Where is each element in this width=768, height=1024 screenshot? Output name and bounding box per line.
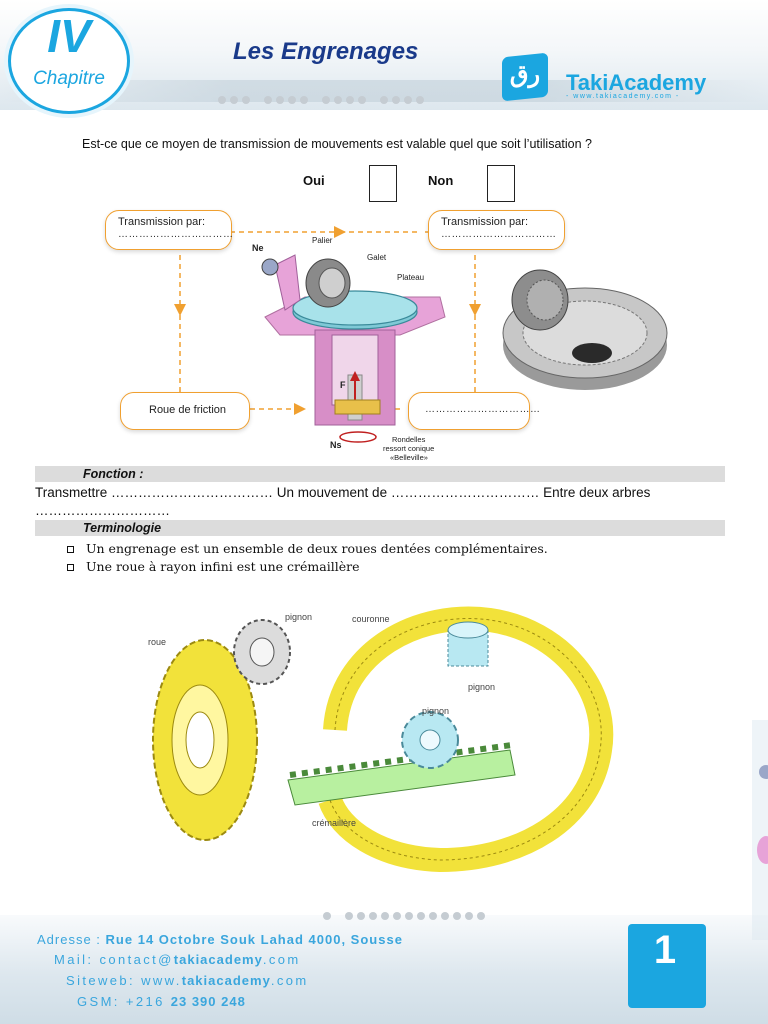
option-oui-label: Oui bbox=[303, 173, 325, 188]
next-page-edge bbox=[752, 720, 768, 940]
chapter-number: IV bbox=[47, 10, 91, 62]
option-non-label: Non bbox=[428, 173, 454, 188]
terminologie-heading: Terminologie bbox=[83, 521, 162, 535]
question-text: Est-ce que ce moyen de transmission de m… bbox=[82, 137, 592, 151]
label-plateau: Plateau bbox=[397, 273, 424, 282]
pignon-couronne-gear-icon bbox=[447, 621, 489, 667]
footer-siteweb[interactable]: Siteweb: www.takiacademy.com bbox=[66, 973, 309, 988]
label-couronne: couronne bbox=[352, 614, 390, 624]
box-bottom-right-blank[interactable]: …………………………… bbox=[425, 404, 541, 415]
footer-gsm: GSM: +216 23 390 248 bbox=[77, 994, 246, 1009]
fonction-heading: Fonction : bbox=[83, 467, 144, 481]
footer-mail[interactable]: Mail: contact@takiacademy.com bbox=[54, 952, 301, 967]
fonction-line-1: Transmettre ……………………………… Un mouvement de… bbox=[35, 485, 651, 500]
pignon-gear-icon bbox=[233, 619, 291, 685]
square-bullet-icon bbox=[67, 546, 74, 553]
bevel-gear-illustration bbox=[502, 269, 668, 390]
page-number-badge bbox=[628, 924, 706, 1008]
label-pignon-2: pignon bbox=[468, 682, 495, 692]
brand-name: TakiAcademy bbox=[566, 70, 707, 95]
brand-url: - www.takiacademy.com - bbox=[566, 93, 680, 100]
label-galet: Galet bbox=[367, 253, 387, 262]
label-rondelles-2: ressort conique bbox=[383, 444, 434, 453]
box-transmission-left-title: Transmission par: bbox=[118, 216, 206, 228]
box-bottom-right: …………………………… bbox=[408, 392, 540, 430]
label-f: F bbox=[340, 380, 346, 390]
brand-logo-glyph: رق bbox=[509, 61, 541, 88]
fonction-bar: Fonction : bbox=[35, 466, 725, 482]
header-dots-left bbox=[218, 96, 424, 104]
roue-gear-icon bbox=[152, 639, 258, 841]
pignon-rack-gear-icon bbox=[401, 711, 459, 769]
fonction-line-2: ………………………… bbox=[35, 503, 170, 518]
box-transmission-left: Transmission par: …………………………… bbox=[105, 210, 234, 250]
label-roue: roue bbox=[148, 637, 166, 647]
box-roue-de-friction-label: Roue de friction bbox=[149, 404, 227, 416]
label-rondelles-1: Rondelles bbox=[392, 435, 426, 444]
friction-drive-illustration bbox=[261, 254, 446, 443]
chapter-label: Chapitre bbox=[33, 68, 105, 89]
box-transmission-left-blank[interactable]: …………………………… bbox=[118, 229, 234, 240]
label-pignon-1: pignon bbox=[285, 612, 312, 622]
footer-dots bbox=[323, 912, 485, 920]
box-transmission-right: Transmission par: …………………………… bbox=[428, 210, 565, 250]
footer-address: Adresse : Rue 14 Octobre Souk Lahad 4000… bbox=[37, 932, 403, 947]
option-non-checkbox[interactable] bbox=[487, 165, 515, 202]
label-cremaillere: crémaillère bbox=[312, 818, 356, 828]
box-transmission-right-blank[interactable]: …………………………… bbox=[441, 229, 557, 240]
label-ne: Ne bbox=[252, 243, 264, 253]
box-transmission-right-title: Transmission par: bbox=[441, 216, 529, 228]
page-number: 1 bbox=[653, 928, 677, 972]
option-oui-checkbox[interactable] bbox=[369, 165, 397, 202]
box-roue-de-friction: Roue de friction bbox=[120, 392, 250, 430]
terminologie-bar: Terminologie bbox=[35, 520, 725, 536]
couronne-gear-icon bbox=[318, 606, 614, 873]
label-pignon-3: pignon bbox=[422, 706, 449, 716]
cremaillere-rack-icon bbox=[287, 742, 516, 806]
page-title: Les Engrenages bbox=[233, 38, 419, 65]
label-palier: Palier bbox=[312, 236, 333, 245]
label-ns: Ns bbox=[330, 440, 342, 450]
square-bullet-icon bbox=[67, 564, 74, 571]
transmission-diagram: Ne Palier Galet Plateau F Ns Rondelles r… bbox=[174, 226, 668, 462]
label-rondelles-3: «Belleville» bbox=[390, 453, 428, 462]
terminologie-item: Un engrenage est un ensemble de deux rou… bbox=[67, 541, 548, 556]
gear-types-illustration: roue pignon couronne pignon pignon créma… bbox=[148, 606, 614, 873]
chapter-badge bbox=[8, 8, 130, 114]
terminologie-item: Une roue à rayon infini est une crémaill… bbox=[67, 559, 359, 574]
header-strip bbox=[0, 80, 768, 102]
